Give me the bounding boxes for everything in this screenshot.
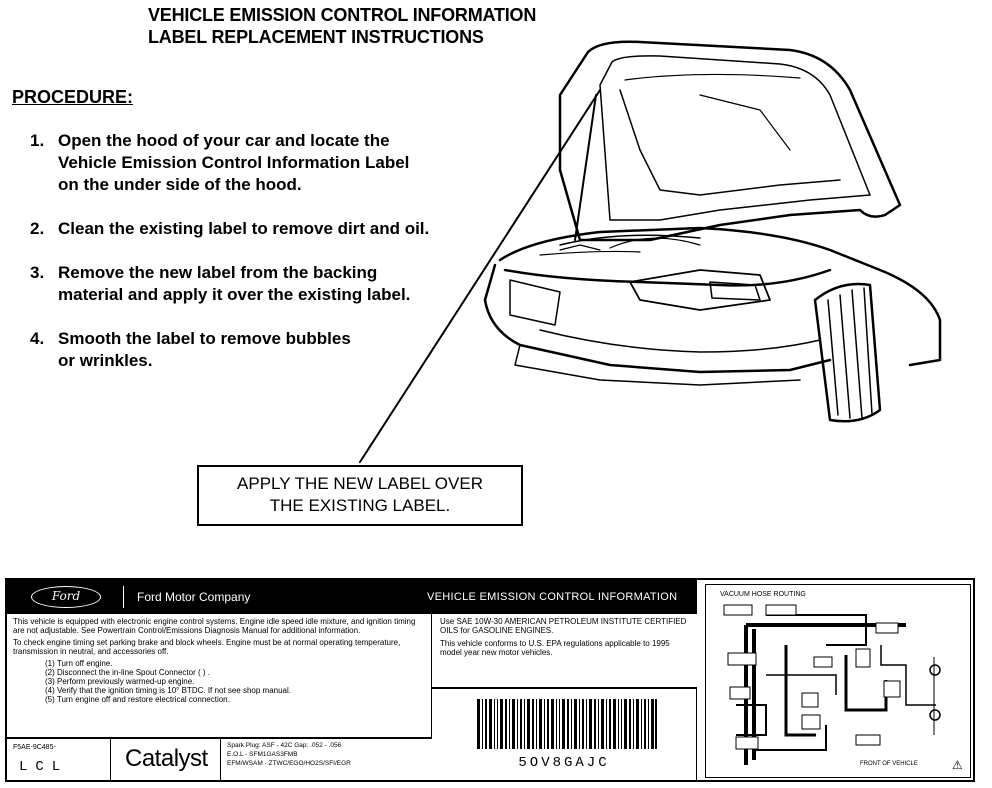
procedure-heading: PROCEDURE: (12, 87, 134, 107)
engine-info-para-1: This vehicle is equipped with electronic… (13, 617, 416, 635)
body-outline (498, 226, 942, 367)
hood-outline (558, 40, 902, 242)
spec-cell: Spark Plug: ASF - 42C Gap: .052 - .056 E… (221, 741, 431, 768)
barcode (477, 699, 657, 749)
timing-step: (3) Perform previously warmed-up engine. (45, 677, 195, 686)
step-4: 4. Smooth the label to remove bubbles or… (30, 328, 500, 372)
step-number: 4. (30, 329, 45, 348)
label-header: Ford Ford Motor Company VEHICLE EMISSION… (7, 580, 697, 614)
callout-line-1: APPLY THE NEW LABEL OVER (237, 474, 483, 493)
barcode-box: 5OV8GAJC (432, 687, 697, 780)
step-number: 3. (30, 263, 45, 282)
header-divider (123, 586, 124, 608)
catalyst-text: Catalyst (125, 745, 208, 772)
procedure-steps: 1. Open the hood of your car and locate … (30, 130, 500, 394)
step-text: Smooth the label to remove bubbles or wr… (58, 329, 351, 370)
oil-epa-info: Use SAE 10W-30 AMERICAN PETROLEUM INSTIT… (432, 614, 697, 687)
warning-icon: ⚠ (952, 758, 963, 772)
step-1: 1. Open the hood of your car and locate … (30, 130, 500, 196)
step-number: 1. (30, 131, 45, 150)
wheel (813, 282, 882, 423)
part-cell: F5AE-9C485- LCL (7, 739, 111, 780)
catalyst-cell: Catalyst (111, 739, 221, 780)
title-line-2: LABEL REPLACEMENT INSTRUCTIONS (148, 27, 484, 47)
engine-info: This vehicle is equipped with electronic… (7, 614, 432, 737)
title-line-1: VEHICLE EMISSION CONTROL INFORMATION (148, 5, 537, 25)
spec-line-1: Spark Plug: ASF - 42C Gap: .052 - .056 (227, 742, 342, 749)
timing-step: (2) Disconnect the in-line Spout Connect… (45, 668, 210, 677)
step-text: Open the hood of your car and locate the… (58, 131, 410, 194)
page-title: VEHICLE EMISSION CONTROL INFORMATION LAB… (148, 4, 536, 48)
spec-line-3: EFM/WSAM - ZTWC/EGO/HO2S/SFI/EGR (227, 760, 351, 767)
step-number: 2. (30, 219, 45, 238)
barcode-number: 5OV8GAJC (518, 755, 610, 771)
routing-title: VACUUM HOSE ROUTING (720, 591, 806, 598)
emission-label: Ford Ford Motor Company VEHICLE EMISSION… (5, 578, 975, 782)
part-number: F5AE-9C485- (13, 744, 56, 751)
engine-info-para-2: To check engine timing set parking brake… (13, 638, 401, 656)
callout-line-2: THE EXISTING LABEL. (269, 496, 451, 515)
step-2: 2. Clean the existing label to remove di… (30, 218, 500, 240)
timing-step: (1) Turn off engine. (45, 659, 113, 668)
label-bottom-row: F5AE-9C485- LCL Catalyst Spark Plug: ASF… (7, 737, 432, 780)
front-of-vehicle-label: FRONT OF VEHICLE (860, 761, 918, 767)
timing-step: (4) Verify that the ignition timing is 1… (45, 686, 291, 695)
spec-line-2: E.O.L - SFM1GAS3FMB (227, 751, 298, 758)
vacuum-routing-box: VACUUM HOSE ROUTING (705, 584, 971, 778)
step-text: Remove the new label from the backing ma… (58, 263, 411, 304)
company-name: Ford Motor Company (137, 590, 251, 604)
car-illustration (359, 40, 942, 463)
epa-statement: This vehicle conforms to U.S. EPA regula… (440, 639, 670, 657)
vacuum-hose-diagram (723, 604, 941, 765)
ford-logo: Ford (31, 586, 101, 608)
calibration-code: LCL (19, 759, 69, 775)
leader-line (359, 89, 601, 463)
oil-spec: Use SAE 10W-30 AMERICAN PETROLEUM INSTIT… (440, 617, 687, 635)
step-3: 3. Remove the new label from the backing… (30, 262, 500, 306)
callout-box: APPLY THE NEW LABEL OVER THE EXISTING LA… (197, 465, 523, 526)
label-heading: VEHICLE EMISSION CONTROL INFORMATION (427, 591, 678, 603)
step-text: Clean the existing label to remove dirt … (58, 219, 430, 238)
timing-step: (5) Turn engine off and restore electric… (45, 695, 230, 704)
